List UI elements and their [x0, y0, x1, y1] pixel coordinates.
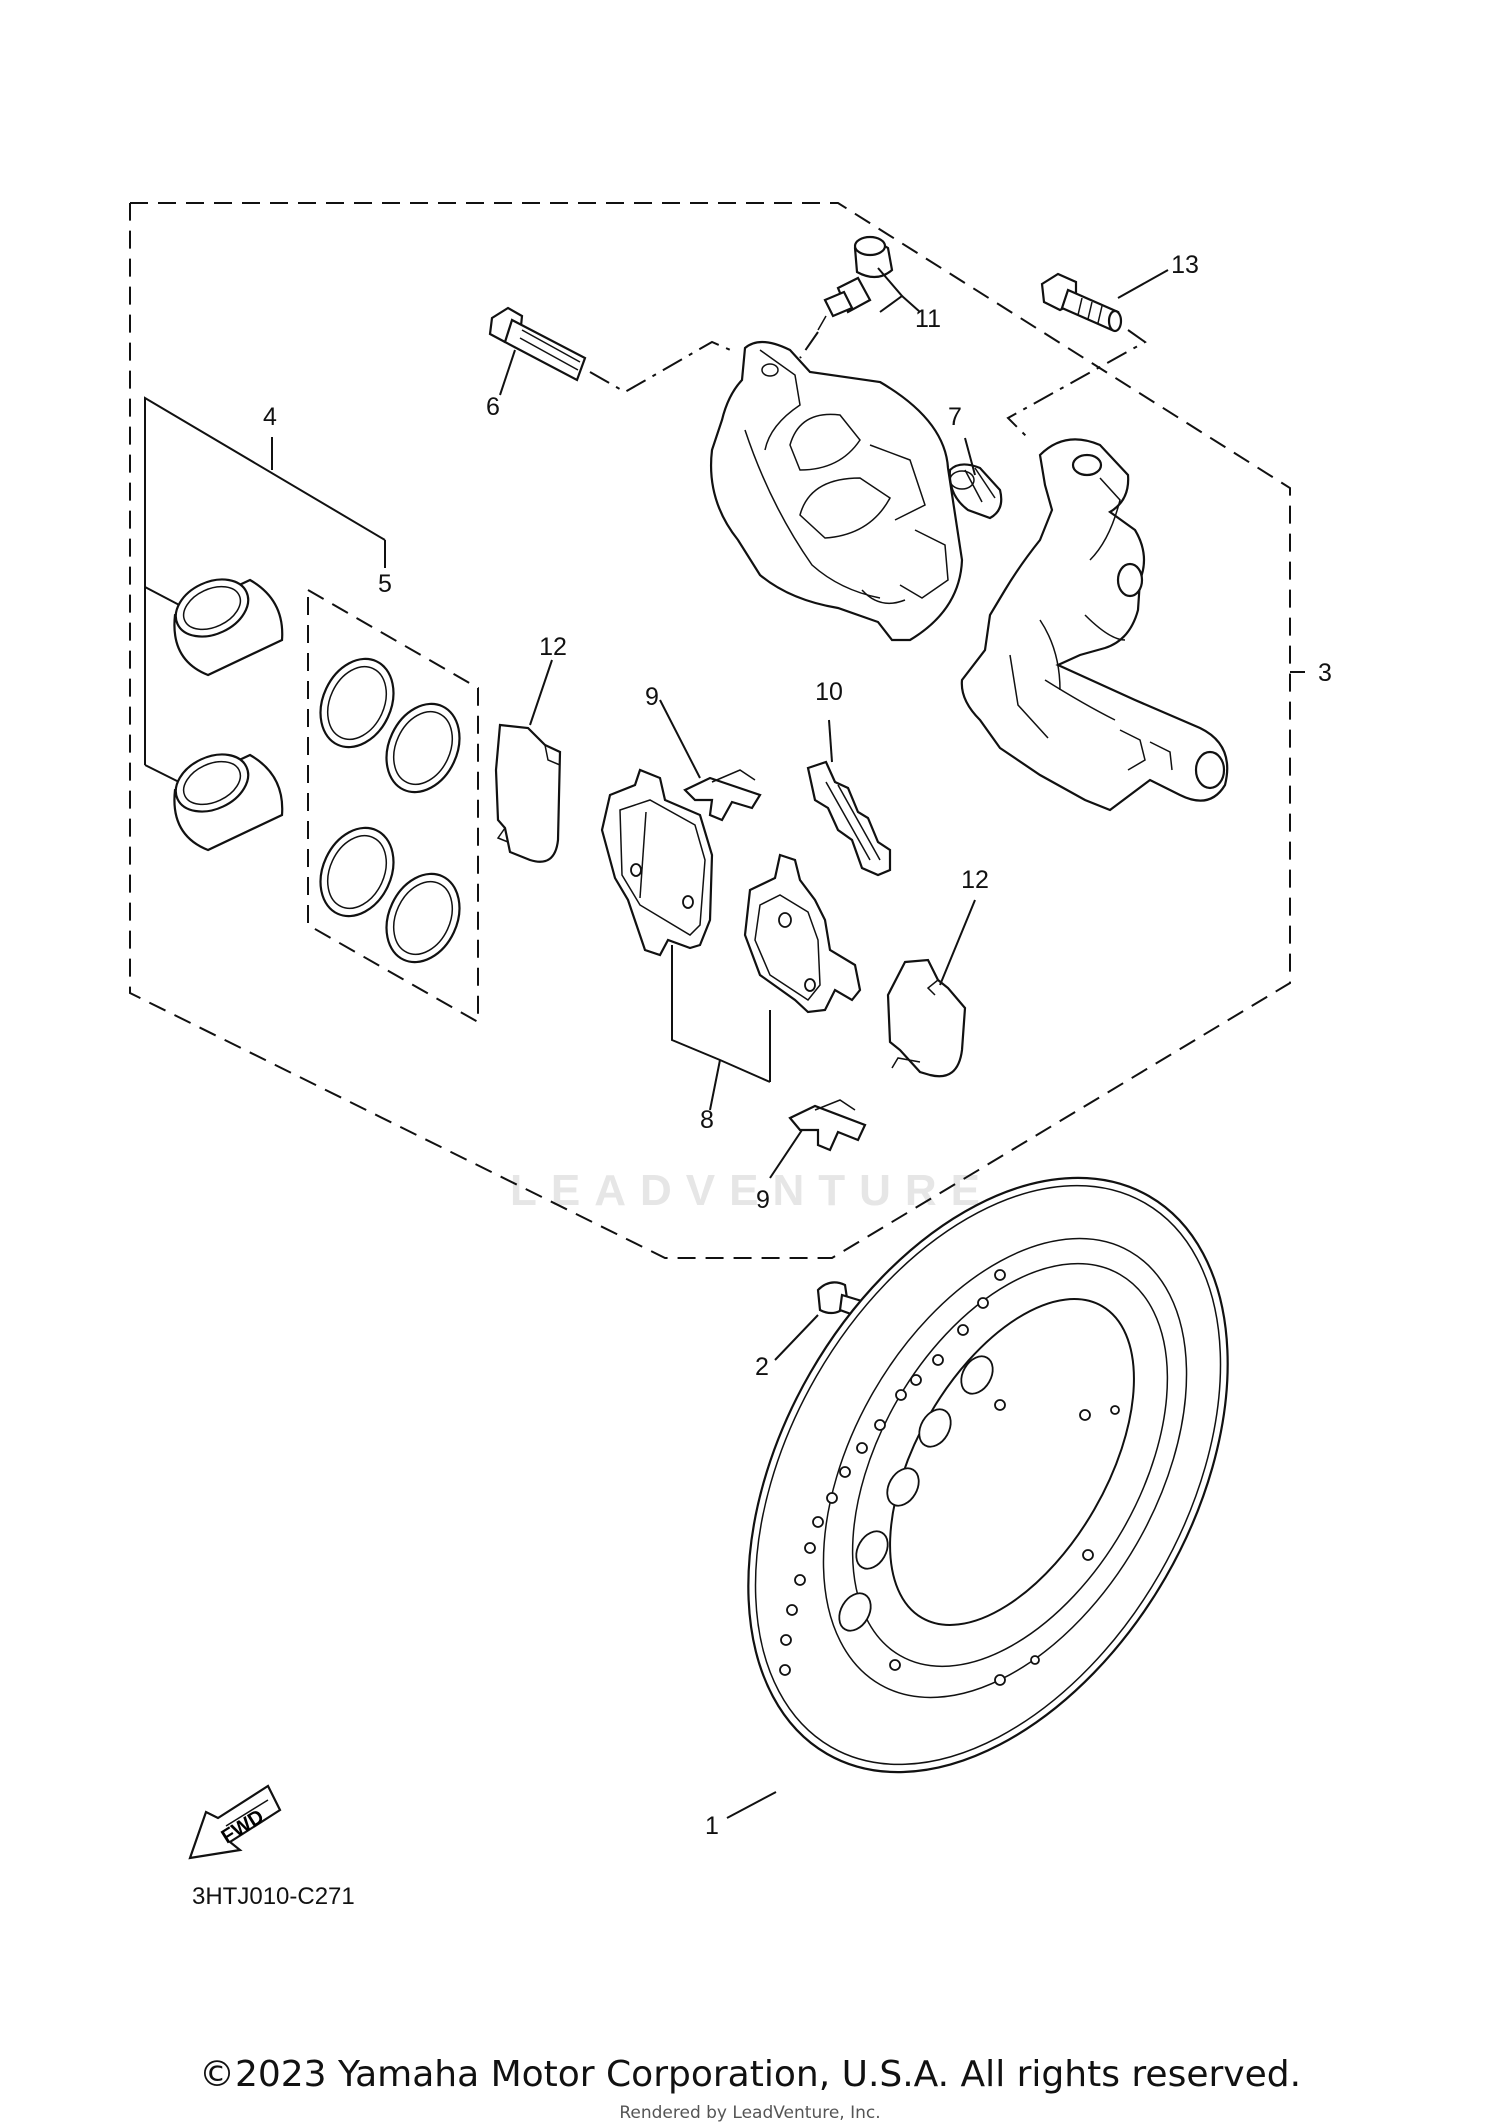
bracket-bolt: [1040, 272, 1123, 333]
piston-lower: [173, 753, 284, 852]
copyright-notice: ©2023 Yamaha Motor Corporation, U.S.A. A…: [198, 2054, 1302, 2095]
callout-3: 3: [1318, 659, 1332, 687]
callout-11: 11: [915, 305, 941, 333]
caliper-bracket: [960, 438, 1229, 812]
callout-1: 1: [705, 1812, 719, 1840]
callout-8: 8: [700, 1106, 714, 1134]
callout-5: 5: [378, 570, 392, 598]
callout-9-lower: 9: [756, 1186, 770, 1214]
callout-leaders: [499, 269, 1305, 1819]
rotor-bolt: [816, 1281, 870, 1320]
callout-4: 4: [263, 403, 277, 431]
piston-upper: [173, 578, 284, 677]
piston-seals: [319, 657, 461, 964]
watermark: LEADVENTURE: [510, 1166, 994, 1215]
bleed-screw-to-caliper: [799, 331, 819, 359]
pin-leader: [589, 340, 736, 394]
bleed-screw: [817, 235, 894, 331]
pin-boot: [948, 463, 1003, 520]
retaining-clip: [806, 760, 892, 877]
pad-spring-lower: [788, 1099, 867, 1152]
callout-6: 6: [486, 393, 500, 421]
callout-13: 13: [1171, 251, 1199, 279]
caliper-assembly-boundary: [129, 202, 1291, 1259]
disc-large-holes: [838, 1355, 994, 1632]
fwd-arrow-icon: FWD: [188, 1784, 282, 1860]
brake-pad-right: [743, 853, 862, 1014]
disc-small-holes: [779, 1269, 1120, 1686]
pad-shim-left: [494, 723, 562, 863]
callout-9-upper: 9: [645, 683, 659, 711]
seal-kit-boundary: [307, 588, 479, 1024]
brake-pad-left: [600, 768, 714, 957]
callout-12-right: 12: [961, 866, 989, 894]
callout-7: 7: [948, 403, 962, 431]
bleed-screw-callout-leader: [901, 295, 921, 313]
pad-leader: [671, 945, 771, 1083]
pad-spring-upper: [683, 769, 762, 822]
callout-12-left: 12: [539, 633, 567, 661]
callout-2: 2: [755, 1353, 769, 1381]
bolt-leader: [1006, 329, 1147, 441]
brake-disc: [747, 1176, 1229, 1774]
rendered-by-notice: Rendered by LeadVenture, Inc.: [619, 2103, 881, 2123]
pad-pin: [488, 306, 587, 382]
pad-shim-right: [886, 958, 967, 1078]
diagram-code: 3HTJ010-C271: [192, 1883, 355, 1910]
callout-10: 10: [815, 678, 843, 706]
caliper-body: [710, 340, 964, 642]
